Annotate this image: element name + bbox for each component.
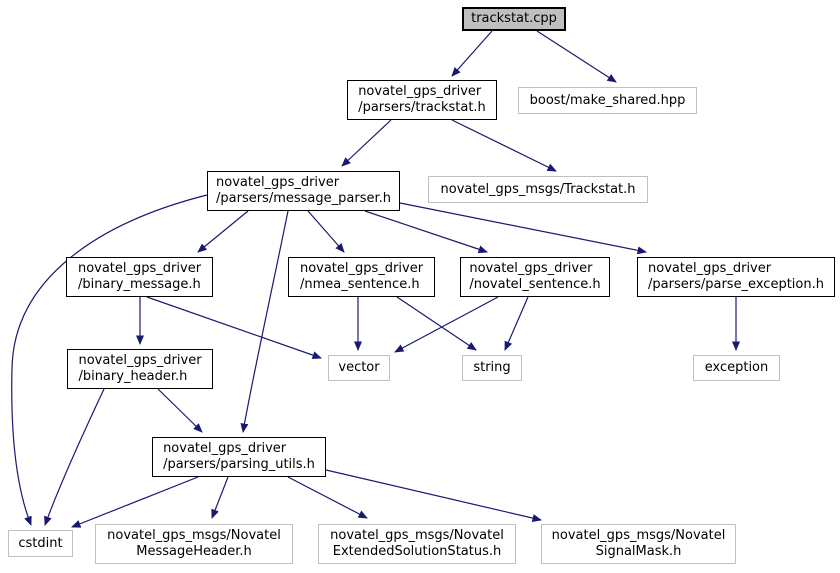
- node-exception: exception: [693, 355, 780, 381]
- node-label: novatel_gps_msgs/Trackstat.h: [440, 181, 636, 197]
- node-nmea-sentence-h[interactable]: novatel_gps_driver /nmea_sentence.h: [288, 257, 435, 297]
- edge-message-parser-h-to-parsing-utils-h: [240, 210, 289, 433]
- edge-parsing-utils-h-to-novatel-signal-mask-h: [325, 469, 542, 522]
- node-label: novatel_gps_driver /binary_header.h: [78, 353, 202, 384]
- node-trackstat-cpp: trackstat.cpp: [462, 7, 566, 31]
- node-cstdint: cstdint: [8, 530, 73, 557]
- node-label: novatel_gps_driver /parsers/trackstat.h: [358, 84, 486, 115]
- edge-message-parser-h-to-binary-message-h: [197, 210, 249, 253]
- node-string: string: [462, 355, 522, 381]
- node-label: novatel_gps_msgs/Novatel SignalMask.h: [551, 528, 726, 559]
- edge-message-parser-h-to-cstdint: [11, 194, 208, 526]
- edge-binary-header-h-to-cstdint: [44, 388, 105, 526]
- edge-parsing-utils-h-to-novatel-extended-solution-status-h: [287, 476, 368, 519]
- node-label: novatel_gps_driver /parsers/parse_except…: [648, 261, 824, 292]
- node-label: cstdint: [18, 535, 63, 551]
- edge-parsing-utils-h-to-cstdint: [71, 476, 199, 528]
- edge-parsers-trackstat-h-to-msgs-trackstat-h: [451, 119, 557, 172]
- node-label: novatel_gps_driver /novatel_sentence.h: [469, 261, 601, 292]
- node-label: vector: [338, 360, 380, 375]
- edge-novatel-sentence-h-to-vector: [394, 296, 499, 353]
- edge-trackstat-cpp-to-boost-make-shared-hpp: [536, 30, 617, 83]
- node-binary-message-h[interactable]: novatel_gps_driver /binary_message.h: [66, 257, 213, 297]
- edge-parsing-utils-h-to-novatel-message-header-h: [211, 476, 229, 519]
- node-label: novatel_gps_driver /binary_message.h: [77, 261, 202, 292]
- node-parse-exception-h[interactable]: novatel_gps_driver /parsers/parse_except…: [637, 257, 835, 297]
- node-novatel-extended-solution-status-h: novatel_gps_msgs/Novatel ExtendedSolutio…: [318, 524, 516, 564]
- node-label: trackstat.cpp: [471, 11, 557, 26]
- node-message-parser-h[interactable]: novatel_gps_driver /parsers/message_pars…: [207, 171, 400, 211]
- edge-parsers-trackstat-h-to-message-parser-h: [341, 119, 392, 167]
- edge-binary-header-h-to-parsing-utils-h: [157, 388, 203, 433]
- node-parsers-trackstat-h[interactable]: novatel_gps_driver /parsers/trackstat.h: [347, 80, 497, 120]
- node-label: string: [473, 360, 511, 375]
- node-label: novatel_gps_driver /parsers/message_pars…: [216, 175, 391, 206]
- node-label: novatel_gps_msgs/Novatel ExtendedSolutio…: [330, 528, 504, 559]
- edge-binary-message-h-to-vector: [146, 296, 322, 359]
- node-parsing-utils-h[interactable]: novatel_gps_driver /parsers/parsing_util…: [152, 437, 326, 477]
- node-vector: vector: [328, 355, 390, 381]
- node-novatel-sentence-h[interactable]: novatel_gps_driver /novatel_sentence.h: [460, 257, 610, 297]
- edge-message-parser-h-to-parse-exception-h: [399, 202, 647, 255]
- node-label: novatel_gps_driver /nmea_sentence.h: [299, 261, 424, 292]
- node-msgs-trackstat-h: novatel_gps_msgs/Trackstat.h: [428, 176, 648, 203]
- node-label: novatel_gps_msgs/Novatel MessageHeader.h: [107, 528, 281, 559]
- edge-message-parser-h-to-nmea-sentence-h: [307, 210, 345, 253]
- edge-nmea-sentence-h-to-string: [396, 296, 477, 351]
- node-binary-header-h[interactable]: novatel_gps_driver /binary_header.h: [67, 349, 213, 389]
- node-label: boost/make_shared.hpp: [529, 92, 686, 108]
- node-novatel-message-header-h: novatel_gps_msgs/Novatel MessageHeader.h: [95, 524, 293, 564]
- edge-trackstat-cpp-to-parsers-trackstat-h: [451, 30, 493, 77]
- node-label: novatel_gps_driver /parsers/parsing_util…: [163, 441, 315, 472]
- node-label: exception: [704, 360, 769, 375]
- node-novatel-signal-mask-h: novatel_gps_msgs/Novatel SignalMask.h: [541, 524, 736, 564]
- edge-message-parser-h-to-novatel-sentence-h: [364, 210, 488, 254]
- node-boost-make-shared-hpp: boost/make_shared.hpp: [518, 87, 697, 114]
- edge-novatel-sentence-h-to-string: [504, 296, 529, 351]
